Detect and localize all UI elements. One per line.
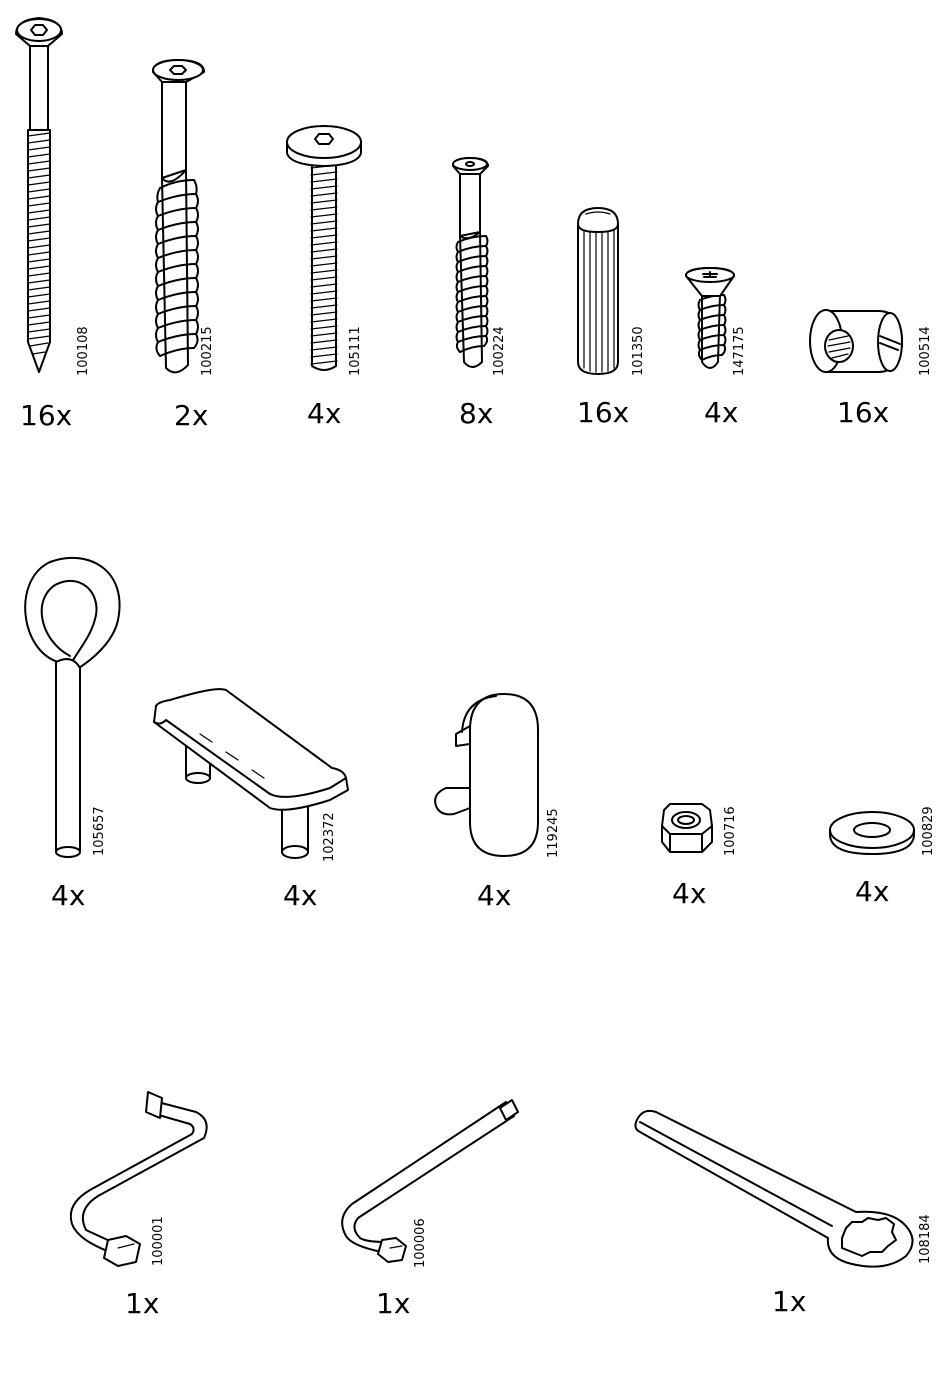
quantity-100716: 4x xyxy=(672,880,706,908)
quantity-147175: 4x xyxy=(704,399,738,427)
part-number-101350: 101350 xyxy=(632,326,645,376)
quantity-102372: 4x xyxy=(283,882,317,910)
part-number-102372: 102372 xyxy=(323,812,336,862)
part-number-100224: 100224 xyxy=(493,326,506,376)
quantity-100514: 16x xyxy=(837,399,889,427)
quantity-100215: 2x xyxy=(174,402,208,430)
allen-key-long-icon xyxy=(342,1100,518,1262)
washer-icon xyxy=(830,812,914,854)
quantity-105657: 4x xyxy=(51,882,85,910)
quantity-100108: 16x xyxy=(20,402,72,430)
quantity-101350: 16x xyxy=(577,399,629,427)
quantity-105111: 4x xyxy=(307,400,341,428)
part-number-100001: 100001 xyxy=(152,1216,165,1266)
part-number-100215: 100215 xyxy=(201,326,214,376)
quantity-119245: 4x xyxy=(477,882,511,910)
part-number-108184: 108184 xyxy=(919,1214,932,1264)
part-number-100716: 100716 xyxy=(724,806,737,856)
allen-key-large-icon xyxy=(71,1092,207,1266)
part-number-100829: 100829 xyxy=(922,806,935,856)
quantity-100829: 4x xyxy=(855,878,889,906)
small-screw-icon xyxy=(453,158,488,367)
part-number-147175: 147175 xyxy=(733,326,746,376)
phillips-screw-icon xyxy=(686,268,734,368)
part-number-100108: 100108 xyxy=(77,326,90,376)
dowel-icon xyxy=(578,208,618,374)
hex-nut-icon xyxy=(662,804,712,852)
quantity-100001: 1x xyxy=(125,1290,159,1318)
wrench-icon xyxy=(635,1111,912,1267)
part-number-100006: 100006 xyxy=(414,1218,427,1268)
part-number-105111: 105111 xyxy=(349,326,362,376)
coarse-screw-icon xyxy=(153,60,204,372)
barrel-nut-icon xyxy=(810,310,902,372)
quantity-108184: 1x xyxy=(772,1288,806,1316)
part-number-100514: 100514 xyxy=(919,326,932,376)
quantity-100006: 1x xyxy=(376,1290,410,1318)
quantity-100224: 8x xyxy=(459,400,493,428)
hook-icon xyxy=(435,694,538,856)
part-number-105657: 105657 xyxy=(93,806,106,856)
part-number-119245: 119245 xyxy=(547,808,560,858)
long-screw-icon xyxy=(16,18,62,372)
bracket-icon xyxy=(154,689,348,858)
